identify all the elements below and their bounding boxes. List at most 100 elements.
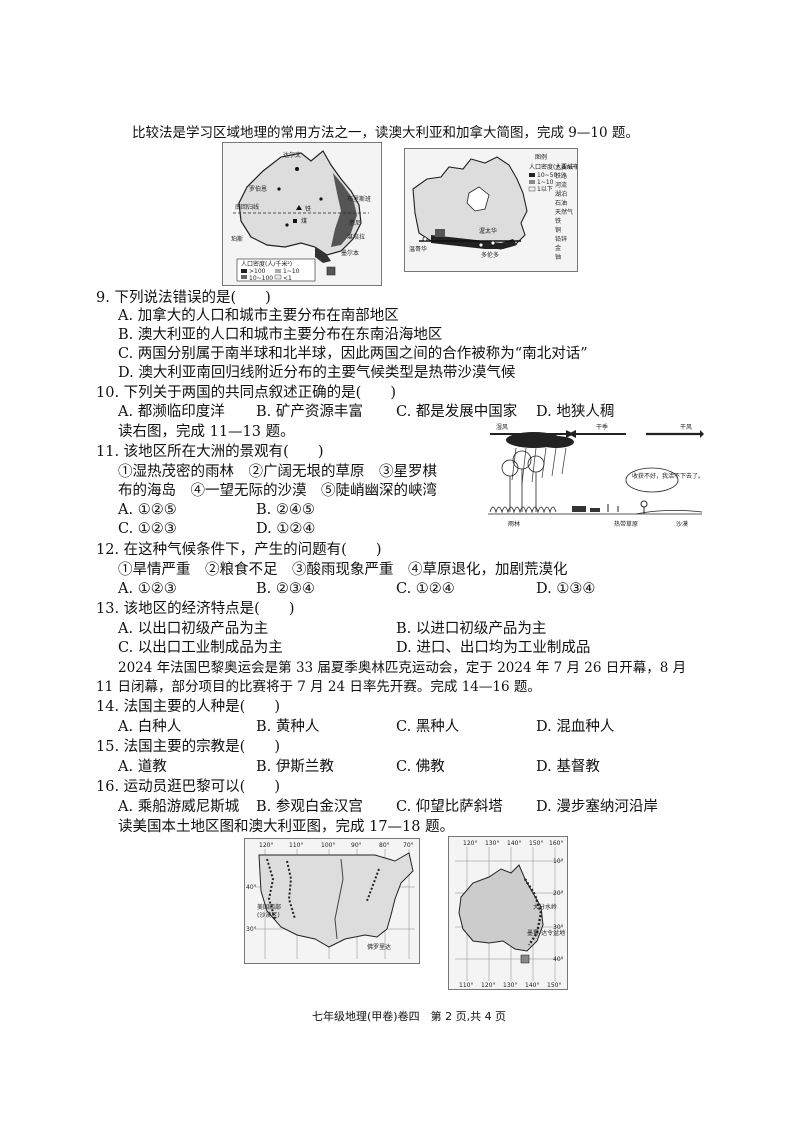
question-12-statements: ①旱情严重 ②粮食不足 ③酸雨现象严重 ④草原退化，加剧荒漠化	[118, 562, 568, 578]
option-15d[interactable]: D. 基督教	[536, 759, 600, 775]
tick-label: 110°	[289, 842, 303, 849]
map-label: 布里斯班	[347, 195, 371, 203]
option-13c[interactable]: C. 以出口工业制成品为主	[118, 640, 283, 656]
legend-item: 10~50	[537, 172, 557, 179]
instruction-17-18: 读美国本土地区图和澳大利亚图，完成 17—18 题。	[118, 819, 455, 835]
tick-label: 30°	[246, 926, 257, 933]
canada-population-map: 渥太华 多伦多 温哥华 图例 人口密度(人/km²) 10~50 1~10 1以…	[404, 148, 578, 272]
legend-item: 湖泊	[555, 190, 567, 198]
legend-item: <1	[283, 275, 292, 282]
option-14b[interactable]: B. 黄种人	[256, 719, 320, 735]
option-11d[interactable]: D. ①②④	[256, 521, 316, 537]
tick-label: 150°	[529, 840, 543, 847]
option-16a[interactable]: A. 乘船游威尼斯城	[118, 799, 240, 815]
question-9: 9. 下列说法错误的是( )	[96, 290, 271, 306]
tick-label: 110°	[459, 982, 473, 989]
option-9a[interactable]: A. 加拿大的人口和城市主要分布在南部地区	[118, 308, 399, 324]
question-12: 12. 在这种气候条件下，产生的问题有( )	[96, 542, 382, 558]
map-label: 美国西部	[257, 903, 281, 911]
legend-title: 人口密度(人/千米²)	[241, 260, 292, 268]
usa-terrain-map: 120° 110° 100° 90° 80° 70° 40° 30° 美国西部 …	[244, 838, 420, 964]
question-16: 16. 运动员逛巴黎可以( )	[96, 779, 280, 795]
diagram-label: 湿风	[496, 423, 508, 431]
legend-title: 图例	[535, 153, 547, 161]
diagram-label: 沙漠	[676, 520, 688, 528]
option-10b[interactable]: B. 矿产资源丰富	[256, 404, 363, 420]
option-13a[interactable]: A. 以出口初级产品为主	[118, 621, 269, 637]
map-label: 温哥华	[409, 245, 427, 253]
option-14c[interactable]: C. 黑种人	[396, 719, 460, 735]
option-15c[interactable]: C. 佛教	[396, 759, 445, 775]
map-label: 墨累-达令盆地	[527, 929, 565, 937]
map-label: 煤	[301, 217, 307, 225]
map-label: 佛罗里达	[367, 943, 391, 951]
map-label: (沙漠区)	[257, 911, 280, 919]
legend-item: 铁路	[555, 172, 567, 180]
map-label: 悉尼	[349, 219, 361, 227]
tick-label: 130°	[485, 840, 499, 847]
legend-item: 天然气	[555, 208, 573, 216]
tick-label: 130°	[503, 982, 517, 989]
option-16d[interactable]: D. 漫步塞纳河沿岸	[536, 799, 658, 815]
question-11: 11. 该地区所在大洲的景观有( )	[96, 444, 324, 460]
option-14a[interactable]: A. 白种人	[118, 719, 182, 735]
tick-label: 140°	[525, 982, 539, 989]
instruction-11-13: 读右图，完成 11—13 题。	[118, 424, 295, 440]
diagram-label: 干季	[596, 423, 608, 431]
option-16c[interactable]: C. 仰望比萨斜塔	[396, 799, 503, 815]
legend-item: 铜	[555, 226, 561, 234]
tick-label: 20°	[553, 890, 564, 897]
map-label: 南回归线	[235, 203, 259, 211]
option-10a[interactable]: A. 都濒临印度洋	[118, 404, 225, 420]
option-11a[interactable]: A. ①②⑤	[118, 502, 177, 518]
option-11c[interactable]: C. ①②③	[118, 521, 177, 537]
legend-item: 铁	[555, 217, 561, 225]
legend-item: 石油	[555, 199, 567, 207]
option-9d[interactable]: D. 澳大利亚南回归线附近分布的主要气候类型是热带沙漠气候	[118, 365, 516, 381]
tick-label: 30°	[553, 924, 564, 931]
legend-item: >100	[249, 268, 266, 275]
map-label: 大分水岭	[533, 903, 557, 911]
legend-item: 1~10	[537, 179, 554, 186]
option-16b[interactable]: B. 参观白金汉宫	[256, 799, 363, 815]
option-13d[interactable]: D. 进口、出口均为工业制成品	[396, 640, 591, 656]
tick-label: 90°	[351, 842, 362, 849]
map-label: 罗伯恩	[249, 185, 267, 193]
map-label: 达尔文	[283, 151, 301, 159]
tick-label: 120°	[259, 842, 273, 849]
option-9c[interactable]: C. 两国分别属于南半球和北半球，因此两国之间的合作被称为“南北对话”	[118, 346, 588, 362]
map-label: 堪培拉	[347, 233, 365, 241]
tick-label: 10°	[553, 858, 564, 865]
legend-item: 铅锌	[555, 235, 567, 243]
option-10d[interactable]: D. 地狭人稠	[536, 404, 615, 420]
page-footer: 七年级地理(甲卷)卷四 第 2 页,共 4 页	[312, 1010, 507, 1023]
australia-population-map: 达尔文 罗伯恩 南回归线 铁 煤 布里斯班 悉尼 墨尔本 珀斯 堪培拉 人口密度…	[222, 142, 382, 286]
map-label: 渥太华	[479, 227, 497, 235]
option-14d[interactable]: D. 混血种人	[536, 719, 615, 735]
option-13b[interactable]: B. 以进口初级产品为主	[396, 621, 547, 637]
option-12c[interactable]: C. ①②④	[396, 581, 455, 597]
question-15: 15. 法国主要的宗教是( )	[96, 739, 280, 755]
legend-item: 1以下	[537, 186, 553, 193]
legend-item: 10~100	[249, 275, 273, 282]
tick-label: 120°	[463, 840, 477, 847]
diagram-label: 干风	[680, 424, 692, 431]
instruction-14-16: 2024 年法国巴黎奥运会是第 33 届夏季奥林匹克运动会，定于 2024 年 …	[118, 660, 687, 676]
speech-bubble: 收获不好，我活不下去了。	[632, 472, 704, 480]
option-12b[interactable]: B. ②③④	[256, 581, 315, 597]
option-12a[interactable]: A. ①②③	[118, 581, 177, 597]
question-13: 13. 该地区的经济特点是( )	[96, 601, 295, 617]
option-15a[interactable]: A. 道教	[118, 759, 167, 775]
option-12d[interactable]: D. ①③④	[536, 581, 596, 597]
option-9b[interactable]: B. 澳大利亚的人口和城市主要分布在东南沿海地区	[118, 327, 443, 343]
map-label: 墨尔本	[341, 249, 359, 257]
tick-label: 100°	[321, 842, 335, 849]
option-15b[interactable]: B. 伊斯兰教	[256, 759, 334, 775]
tick-label: 70°	[403, 842, 414, 849]
question-11-statements: ①湿热茂密的雨林 ②广阔无垠的草原 ③星罗棋	[118, 464, 437, 480]
instruction-9-10: 比较法是学习区域地理的常用方法之一，读澳大利亚和加拿大简图，完成 9—10 题。	[132, 125, 639, 141]
map-label: 多伦多	[481, 251, 499, 259]
option-11b[interactable]: B. ②④⑤	[256, 502, 315, 518]
legend-item: 1~10	[283, 268, 300, 275]
option-10c[interactable]: C. 都是发展中国家	[396, 404, 518, 420]
